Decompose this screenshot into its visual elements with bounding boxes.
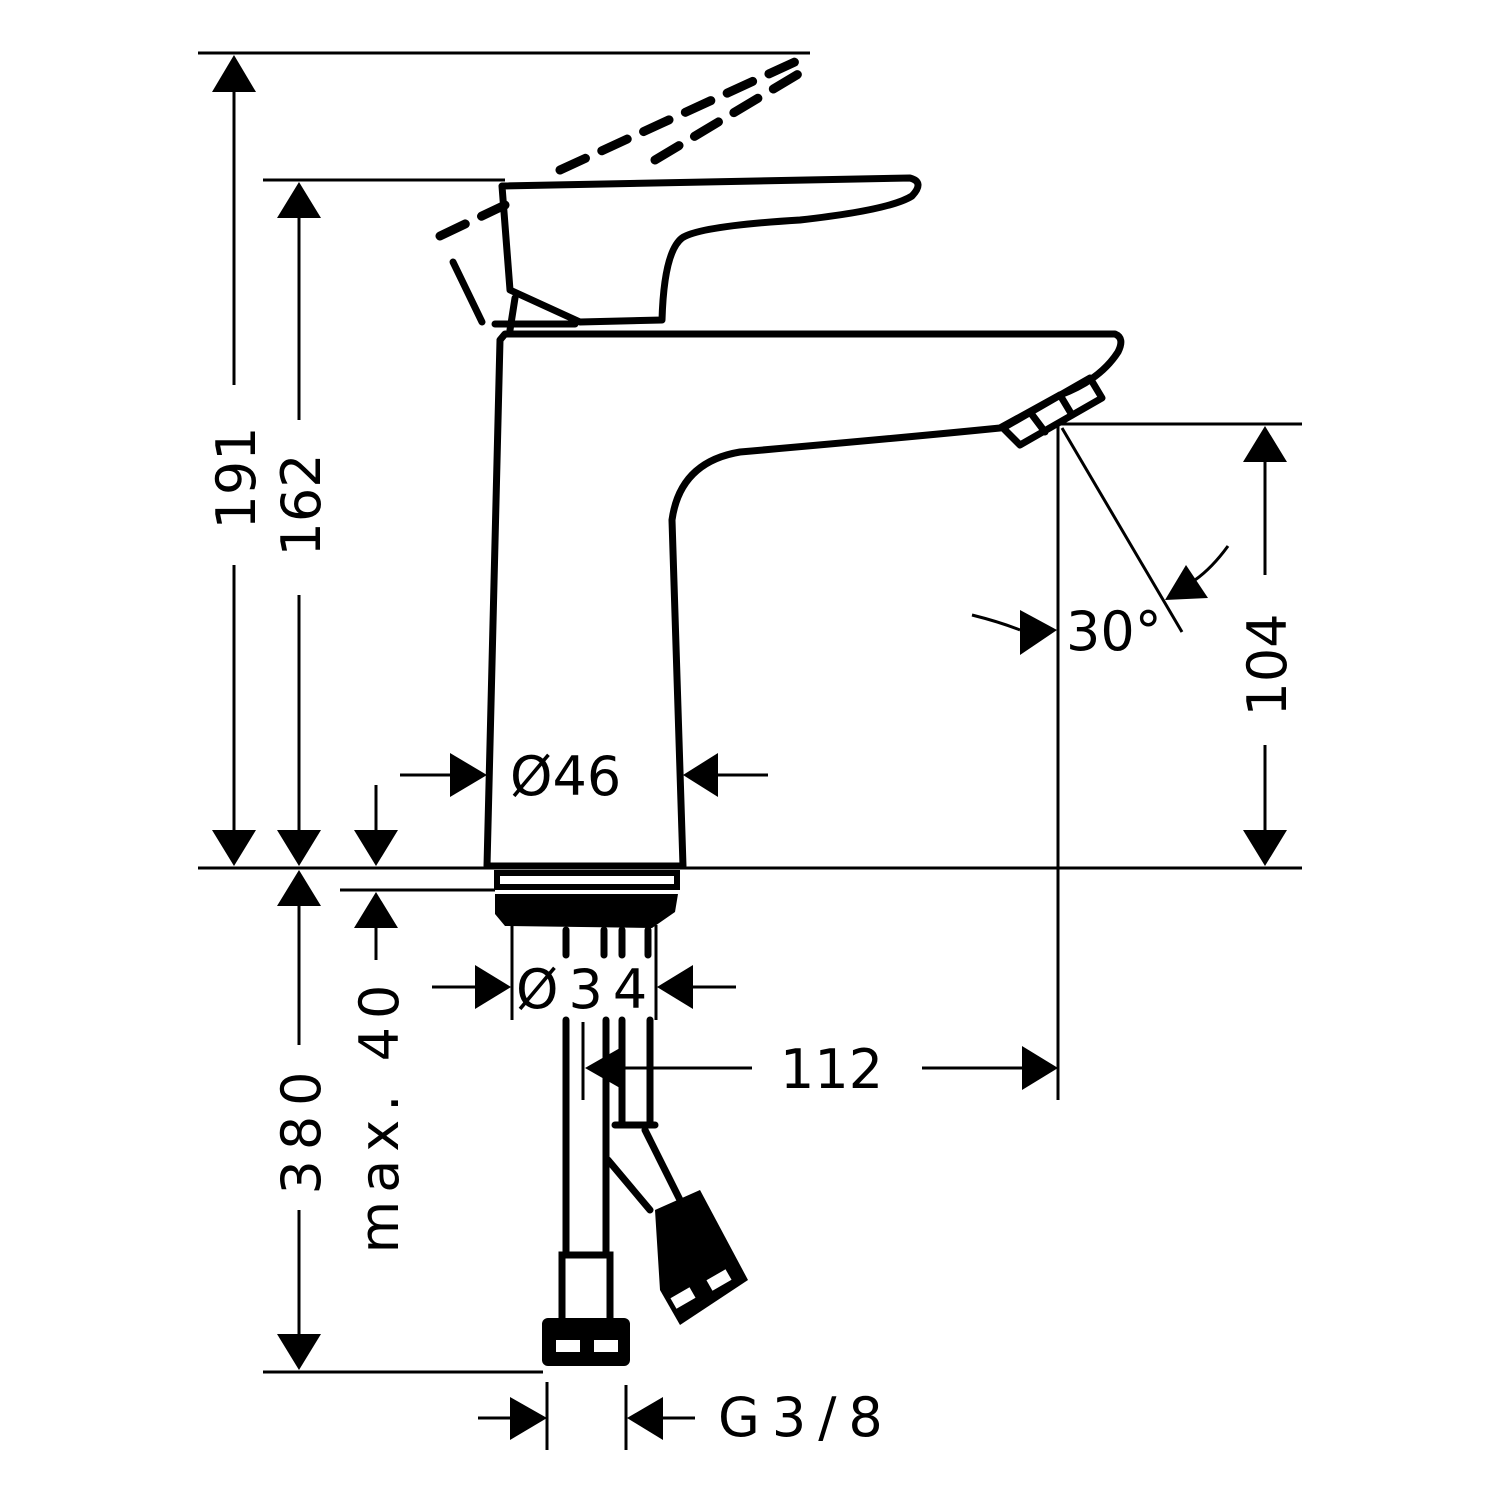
label-d34: Ø34	[516, 958, 657, 1021]
faucet-body	[435, 50, 1125, 870]
lever-open-bottom	[650, 65, 810, 165]
label-max40: max. 40	[348, 977, 411, 1254]
dimension-max40: max. 40	[348, 785, 411, 1253]
dimension-d34: Ø34	[432, 958, 736, 1021]
mounting-hardware	[494, 870, 748, 1366]
label-104: 104	[1236, 613, 1299, 716]
dimension-104: 104	[1236, 426, 1299, 866]
dimension-30deg: 30°	[971, 545, 1230, 663]
dimension-d46: Ø46	[400, 745, 768, 808]
lever-closed	[498, 174, 922, 326]
label-191: 191	[205, 426, 268, 529]
lever-open-back	[435, 200, 510, 241]
dimension-g38: G3/8	[478, 1382, 895, 1450]
label-30deg: 30°	[1066, 600, 1162, 663]
label-g38: G3/8	[718, 1386, 895, 1449]
dimension-191: 191	[205, 55, 268, 866]
dimension-380: 380	[270, 870, 333, 1370]
lever-open-top	[555, 50, 815, 175]
label-162: 162	[270, 453, 333, 556]
extension-lines	[198, 51, 1302, 1374]
label-d46: Ø46	[510, 745, 621, 808]
aerator	[999, 374, 1106, 449]
label-112: 112	[780, 1038, 883, 1101]
label-380: 380	[270, 1061, 333, 1194]
dimension-112: 112	[581, 1022, 1058, 1101]
dimension-162: 162	[270, 182, 333, 866]
